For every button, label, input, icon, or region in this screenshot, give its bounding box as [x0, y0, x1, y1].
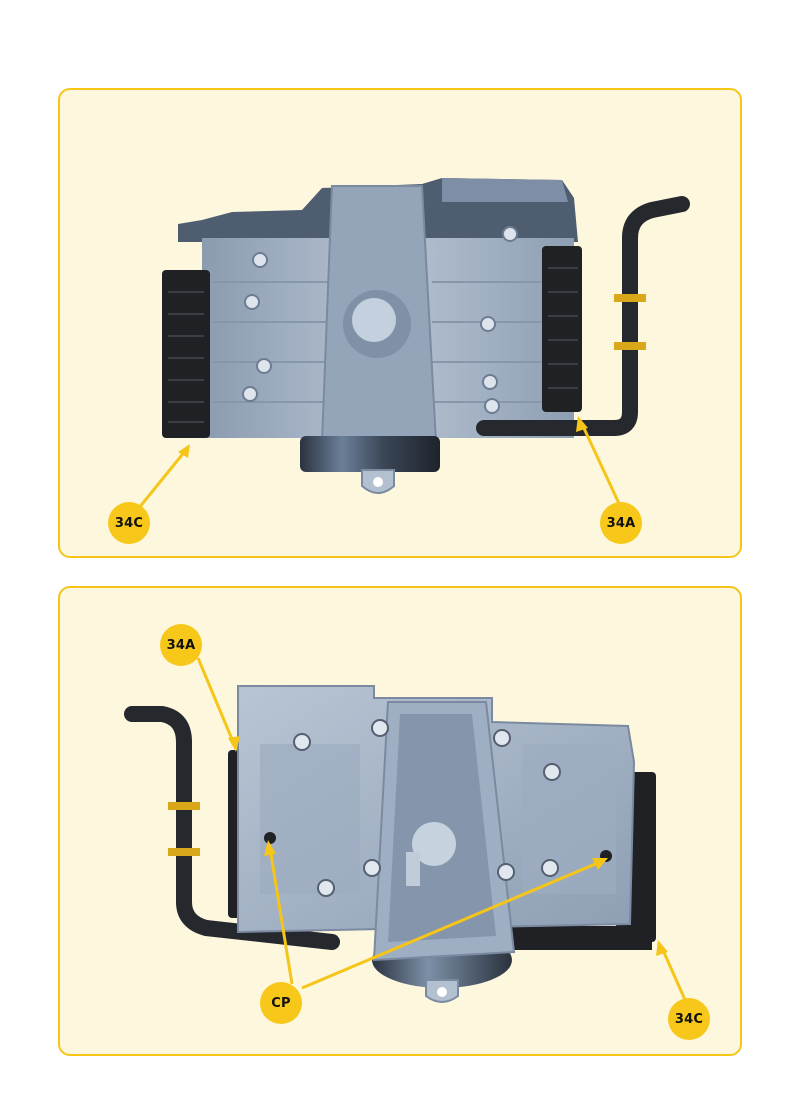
- callout-label: CP: [260, 982, 302, 1024]
- callout-label: 34C: [108, 502, 150, 544]
- part-34c-fins: [162, 270, 210, 438]
- callout-arrow: [196, 657, 236, 745]
- assembly-step-panel-top: 34C 34A: [58, 88, 742, 558]
- callout-label: 34A: [600, 502, 642, 544]
- callout-arrow: [660, 947, 688, 1003]
- engine-crankcase-inside-illustration: [124, 657, 688, 1003]
- callout-arrow: [580, 423, 624, 511]
- callout-label: 34C: [668, 998, 710, 1040]
- engine-crankcase-underside-illustration: [132, 178, 690, 515]
- callout-label: 34A: [160, 624, 202, 666]
- cp-pin: [264, 832, 276, 844]
- callout-arrow: [132, 449, 188, 515]
- part-34a-pipe: [476, 196, 690, 436]
- callout-arrow: [301, 860, 601, 990]
- callout-arrow: [268, 847, 294, 985]
- part-34a-pipe: [124, 706, 340, 950]
- assembly-step-panel-bottom: 34A CP 34C: [58, 586, 742, 1056]
